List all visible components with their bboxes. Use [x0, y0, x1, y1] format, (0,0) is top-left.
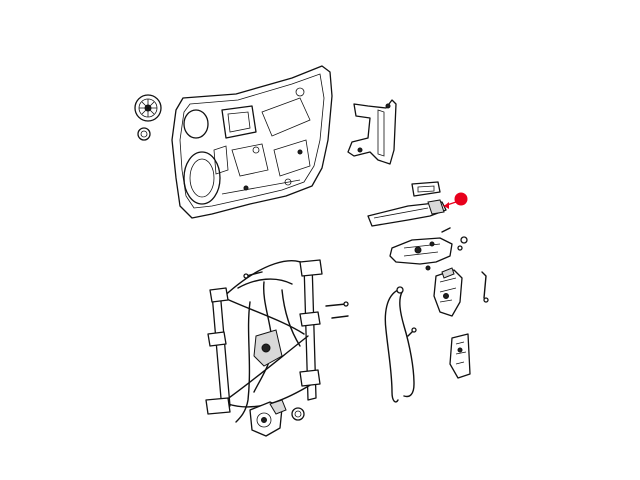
- latch-assembly[interactable]: [433, 267, 463, 317]
- latch-shield[interactable]: [449, 333, 471, 379]
- handle-reinforcement[interactable]: [389, 227, 468, 271]
- highlight-marker[interactable]: [443, 192, 468, 210]
- vertical-bracket[interactable]: [347, 99, 397, 165]
- lock-cable[interactable]: [384, 286, 417, 403]
- handle-escutcheon[interactable]: [411, 181, 441, 197]
- window-regulator[interactable]: [205, 259, 349, 423]
- outside-handle-assembly[interactable]: [367, 199, 447, 227]
- speaker-grommet[interactable]: [134, 94, 162, 122]
- regulator-motor[interactable]: [249, 399, 287, 437]
- door-trim-panel-carrier[interactable]: [171, 65, 333, 219]
- clip[interactable]: [137, 127, 151, 141]
- latch-rod[interactable]: [481, 271, 489, 303]
- small-washer[interactable]: [291, 407, 305, 421]
